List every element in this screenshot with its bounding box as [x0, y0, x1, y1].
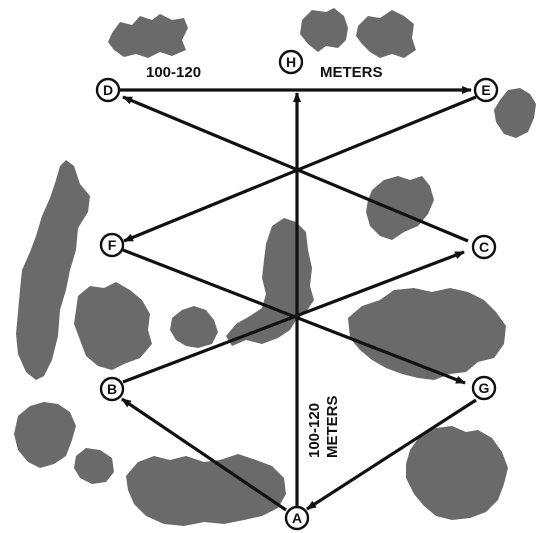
node-g-letter: G	[479, 380, 490, 396]
node-f-circle	[99, 232, 125, 258]
node-a: A	[284, 505, 310, 531]
node-h: H	[278, 49, 304, 75]
node-h-circle	[278, 49, 304, 75]
bush-left-lower-small	[74, 448, 114, 484]
node-f-letter: F	[108, 237, 117, 253]
node-c: C	[471, 234, 497, 260]
tree-line-left	[16, 160, 90, 380]
node-h-letter: H	[286, 54, 296, 70]
bush-right-upper	[366, 176, 434, 240]
arrow-f-to-g	[122, 248, 466, 385]
bush-center-vertical	[226, 218, 314, 346]
arrow-g-to-a	[306, 398, 477, 511]
bush-right-large	[348, 288, 506, 380]
node-g-circle	[471, 375, 497, 401]
node-b: B	[99, 376, 125, 402]
arrow-c-to-d	[122, 95, 469, 243]
bush-small-center	[170, 306, 218, 348]
top-distance-label: 100-120	[146, 64, 201, 81]
bush-right-edge	[494, 88, 536, 138]
node-a-letter: A	[292, 510, 302, 526]
arrow-e-to-f	[123, 95, 477, 243]
node-f: F	[99, 232, 125, 258]
node-d-circle	[95, 77, 121, 103]
bush-top-right	[356, 10, 416, 58]
arrow-a-to-b	[121, 397, 287, 512]
node-g: G	[471, 375, 497, 401]
node-d-letter: D	[103, 82, 113, 98]
foliage-layer	[14, 8, 536, 526]
route-lines	[120, 86, 477, 512]
vertical-distance-label: 100-120	[306, 403, 323, 458]
node-c-letter: C	[479, 239, 489, 255]
node-b-circle	[99, 376, 125, 402]
node-e: E	[473, 77, 499, 103]
bush-top-left	[108, 14, 188, 58]
bush-left-lower	[14, 402, 76, 468]
node-b-letter: B	[107, 381, 117, 397]
node-e-letter: E	[481, 82, 490, 98]
bush-left-mid	[74, 282, 152, 370]
bush-bottom-center	[126, 454, 286, 526]
bush-bottom-right	[406, 426, 508, 520]
vertical-distance-group: 100-120 METERS	[306, 395, 341, 458]
node-d: D	[95, 77, 121, 103]
bush-top-center	[300, 8, 348, 52]
node-c-circle	[471, 234, 497, 260]
node-a-circle	[284, 505, 310, 531]
vertical-unit-label: METERS	[324, 395, 341, 458]
node-e-circle	[473, 77, 499, 103]
top-unit-label: METERS	[320, 64, 383, 81]
